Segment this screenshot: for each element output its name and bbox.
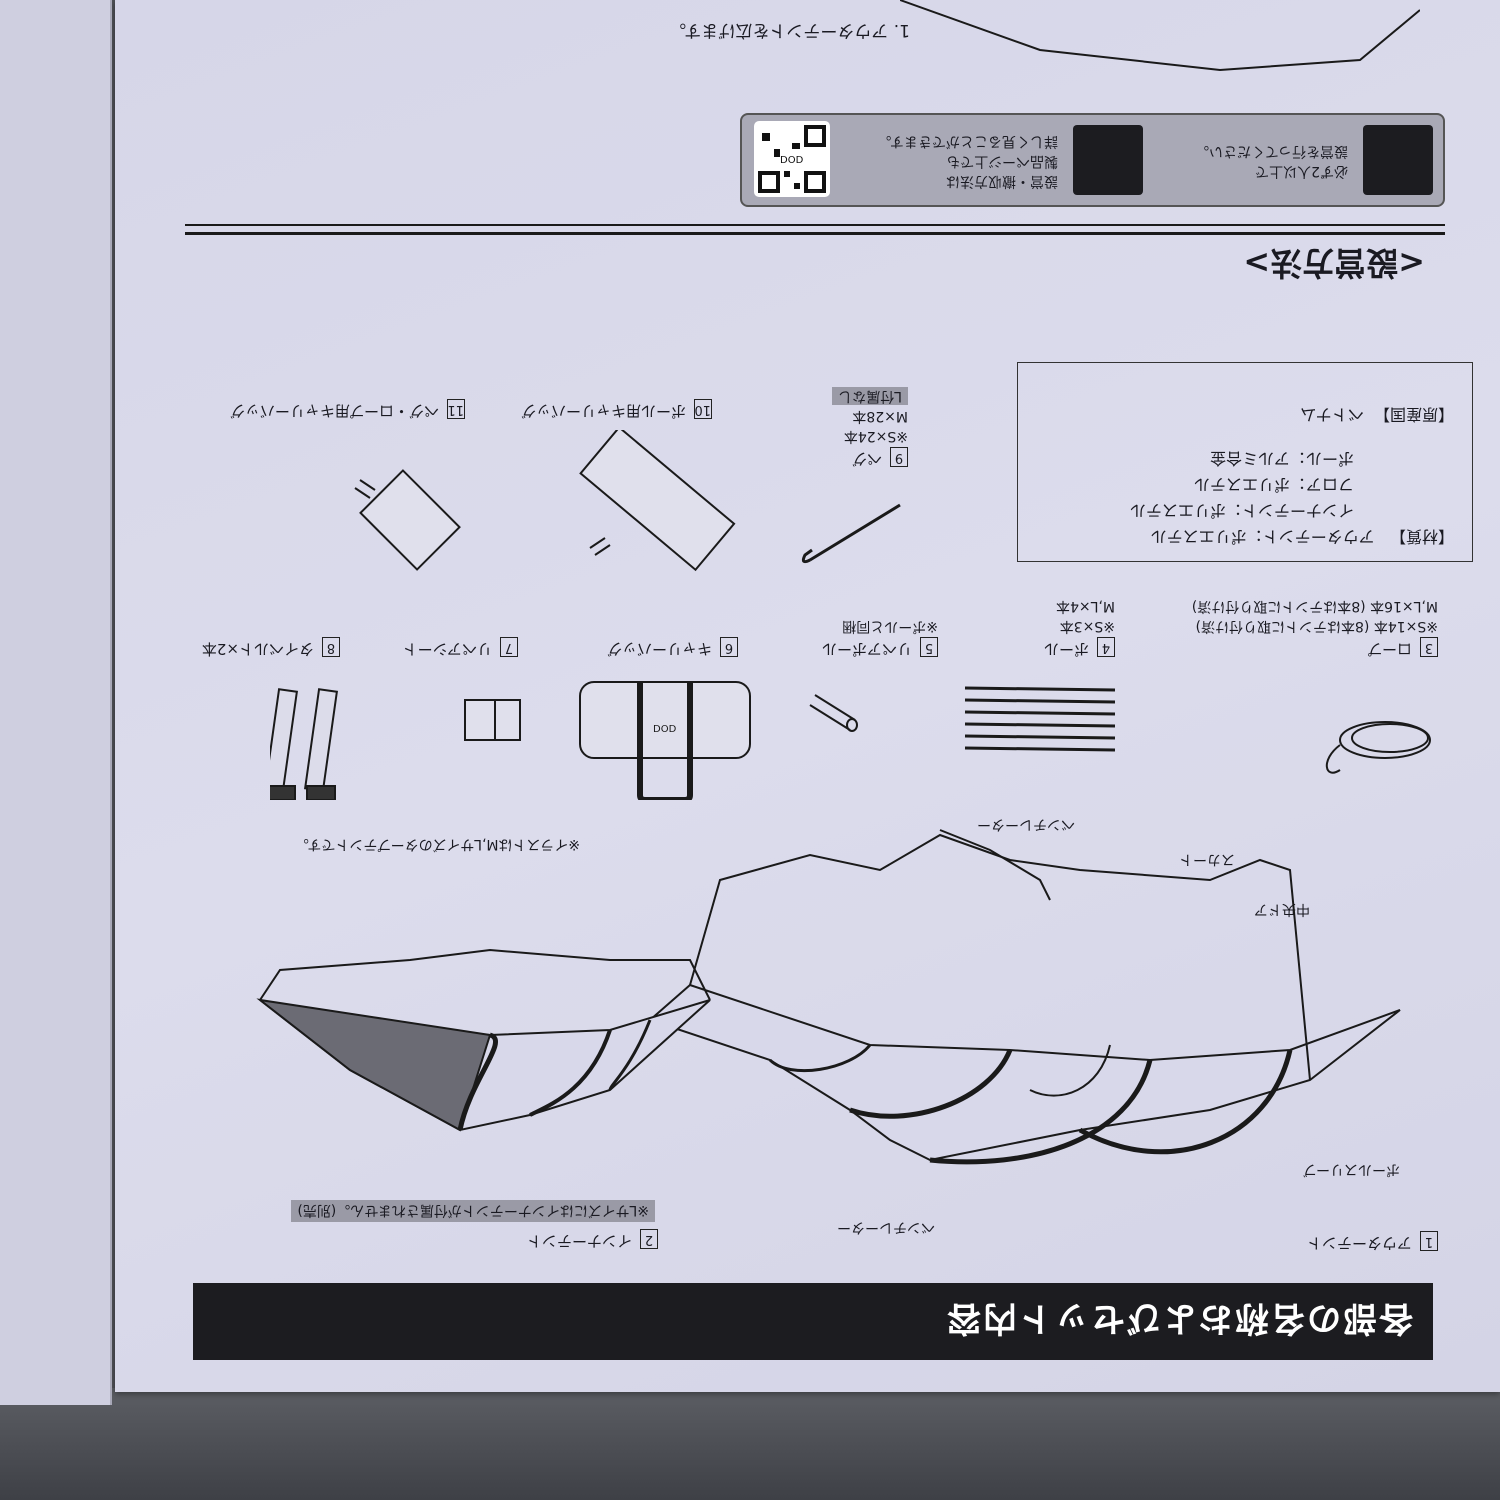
pole-carry-bag-icon <box>579 430 736 572</box>
svg-text:DOD: DOD <box>653 724 677 735</box>
inner-tent-drawing <box>256 948 711 1132</box>
peg-icon <box>801 503 901 564</box>
item-peg-rope-carry-bag: 11ペグ・ロープ用キャリーバッグ <box>230 399 465 422</box>
divider <box>185 232 1445 235</box>
outer-tent-drawing <box>648 829 1401 1165</box>
step-1-drawing <box>900 0 1420 72</box>
peg-rope-carry-bag-icon <box>354 469 461 571</box>
tie-belts-icon <box>270 688 339 800</box>
laptop-icon <box>1073 125 1143 195</box>
setup-title: <設営方法> <box>1243 244 1425 282</box>
ventilator-bottom-label: ベンチレーター <box>837 1219 935 1235</box>
poles-icon <box>964 686 1116 752</box>
repair-sheet-icon <box>464 699 521 741</box>
asphalt-background <box>0 1388 1500 1500</box>
web-note: 設営・撤収方法は製品ページ上でも詳しく見ることができます。 <box>877 133 1058 189</box>
inner-tent-note: ※Lサイズにはインナーテントが付属されません。(別売) <box>291 1200 655 1222</box>
rope-icon <box>1325 721 1431 774</box>
tent-illustrations <box>256 829 1401 1165</box>
item-repair-sheet: 7リペアシート <box>403 637 518 660</box>
items-row2-icons <box>354 430 901 572</box>
svg-text:DOD: DOD <box>780 155 804 166</box>
item-pole-carry-bag: 10ポール用キャリーバッグ <box>521 399 712 422</box>
carry-bag-icon: DOD <box>579 681 751 800</box>
materials-box: 【材質】 アウターテント：ポリエステル インナーテント：ポリエステル フロア：ポ… <box>1017 362 1473 562</box>
item-tie-belt: 8タイベルト×2本 <box>202 637 340 660</box>
item-carry-bag: 6キャリーバッグ <box>607 637 738 660</box>
two-people-icon <box>1363 125 1433 195</box>
inner-tent-label: 2インナーテント <box>527 1229 658 1252</box>
outer-tent-label: 1アウターテント <box>1307 1231 1438 1254</box>
people-note: 必ず2人以上で設営を行ってください。 <box>1195 143 1348 179</box>
setup-info-box: 必ず2人以上で設営を行ってください。 設営・撤収方法は製品ページ上でも詳しく見る… <box>740 113 1445 207</box>
item-repair-pole: 5リペアポール ※ポールと同梱 <box>821 618 938 658</box>
section-header: 各部の名称およびセット内容 <box>193 1283 1433 1360</box>
adjacent-page <box>0 0 112 1405</box>
divider-thin <box>185 224 1445 226</box>
items-row-icons: DOD <box>270 681 1431 800</box>
step-1-text: 1. アウターテントを広げます。 <box>669 20 910 40</box>
item-rope: 3ロープ ※S×14本 (8本はテントに取り付け済)M,L×16本 (8本はテン… <box>1191 598 1438 658</box>
qr-code[interactable]: DOD <box>754 121 830 197</box>
repair-pole-icon <box>809 694 858 732</box>
